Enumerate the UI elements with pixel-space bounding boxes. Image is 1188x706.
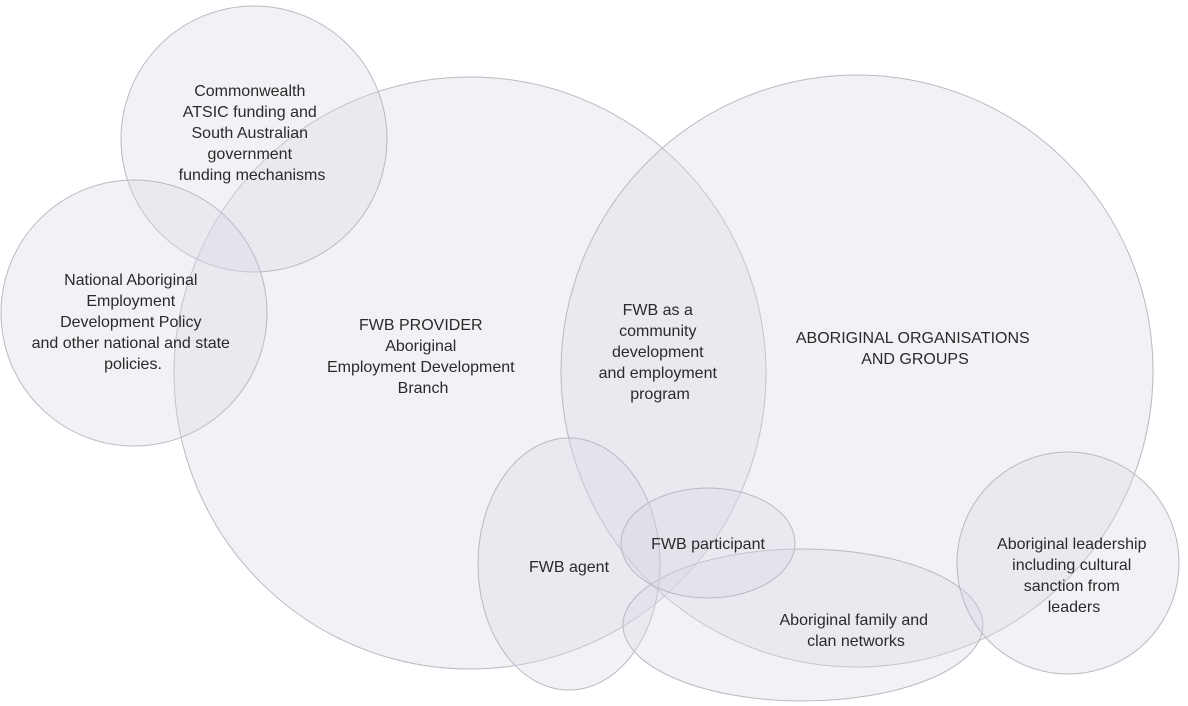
leadership-label: Aboriginal leadership including cultural…	[997, 536, 1151, 616]
agent-label: FWB agent	[529, 559, 610, 576]
participant-ellipse	[620, 487, 796, 599]
family-label: Aboriginal family and clan networks	[780, 612, 933, 650]
policy-label: National Aboriginal Employment Developme…	[32, 272, 235, 373]
organisations-circle	[560, 74, 1154, 668]
agent-ellipse	[477, 437, 661, 691]
program-label: FWB as a community development and emplo…	[599, 302, 722, 403]
policy-circle	[0, 179, 268, 447]
family-ellipse	[622, 548, 984, 702]
participant-label: FWB participant	[651, 536, 765, 553]
provider-circle	[173, 76, 767, 670]
funding-circle	[120, 5, 388, 273]
organisations-label: ABORIGINAL ORGANISATIONS AND GROUPS	[796, 330, 1034, 368]
leadership-circle	[956, 451, 1180, 675]
funding-label: Commonwealth ATSIC funding and South Aus…	[179, 83, 326, 184]
provider-label: FWB PROVIDER Aboriginal Employment Devel…	[327, 317, 519, 397]
